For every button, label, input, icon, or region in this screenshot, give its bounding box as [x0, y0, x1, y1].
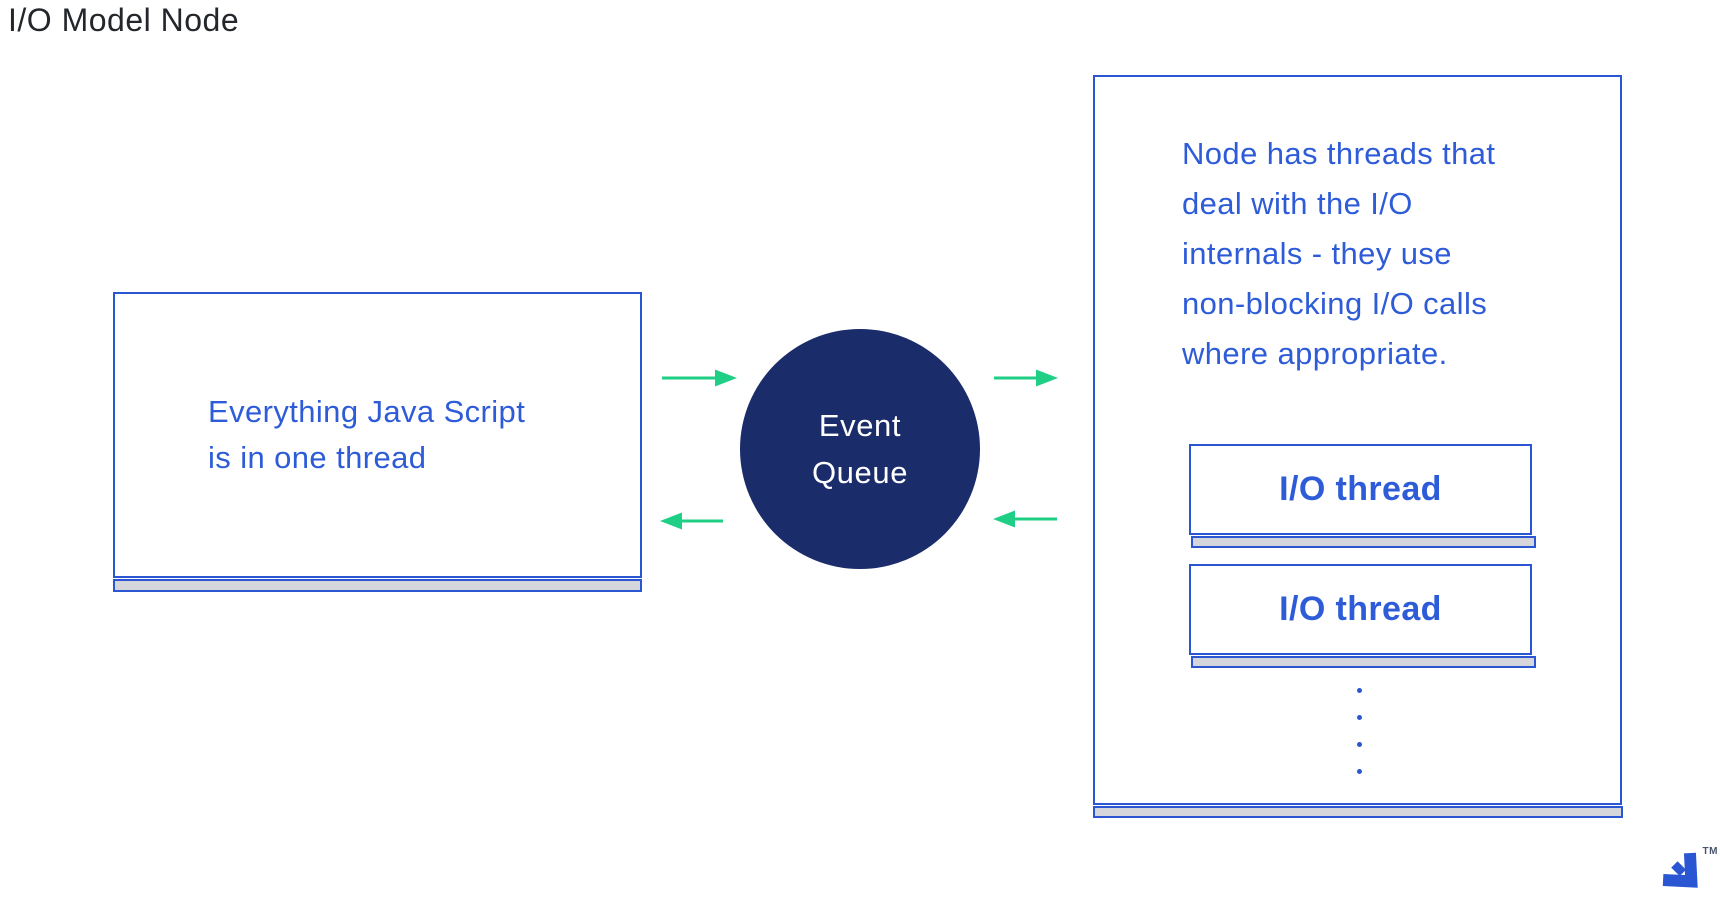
- arrow-queue-to-io-icon: [994, 369, 1058, 387]
- brand-logo: TM: [1662, 846, 1720, 900]
- io-thread-box-shadow: [1191, 536, 1536, 548]
- io-thread-box: I/O thread: [1189, 564, 1532, 655]
- brand-logo-icon: [1662, 852, 1698, 888]
- arrow-io-to-queue-icon: [993, 510, 1057, 528]
- arrow-queue-to-main-icon: [660, 512, 723, 530]
- io-internals-description: Node has threads that deal with the I/O …: [1182, 136, 1496, 371]
- page-title: I/O Model Node: [8, 2, 240, 38]
- io-thread-label: I/O thread: [1279, 590, 1442, 628]
- ellipsis-dots: [1357, 688, 1362, 774]
- dot-icon: [1357, 769, 1362, 774]
- event-queue-label: Event Queue: [811, 408, 909, 490]
- dot-icon: [1357, 742, 1362, 747]
- event-queue-node: Event Queue: [740, 329, 980, 569]
- io-thread-box: I/O thread: [1189, 444, 1532, 535]
- trademark-label: TM: [1702, 846, 1718, 857]
- io-thread-box-shadow: [1191, 656, 1536, 668]
- dot-icon: [1357, 715, 1362, 720]
- io-internals-box: Node has threads that deal with the I/O …: [1093, 75, 1622, 805]
- main-thread-box-shadow: [113, 579, 642, 592]
- main-thread-box-label: Everything Java Script is in one thread: [208, 394, 526, 475]
- arrow-main-to-queue-icon: [662, 369, 737, 387]
- io-internals-box-shadow: [1093, 806, 1623, 818]
- dot-icon: [1357, 688, 1362, 693]
- main-thread-box: Everything Java Script is in one thread: [113, 292, 642, 578]
- io-thread-label: I/O thread: [1279, 470, 1442, 508]
